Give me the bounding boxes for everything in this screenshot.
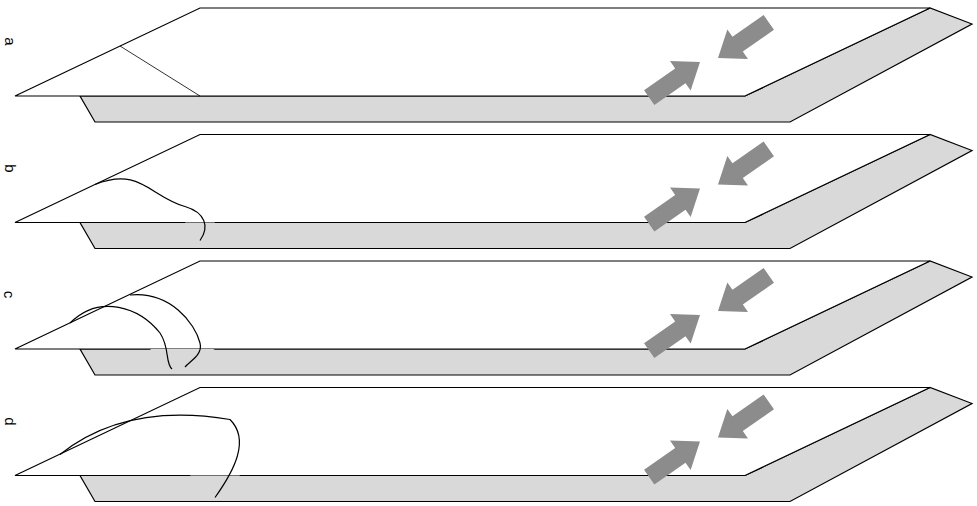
front-face	[15, 8, 930, 96]
folded-sheet	[15, 134, 972, 248]
panel-label: d	[3, 417, 18, 425]
folded-sheet	[15, 8, 972, 122]
front-face	[15, 135, 930, 223]
buckle-ridge	[70, 306, 172, 369]
folded-sheet	[15, 261, 972, 375]
force-arrow	[639, 174, 710, 239]
panel-label: a	[3, 37, 18, 45]
panel-label: b	[3, 164, 18, 172]
buckle-ridge	[95, 179, 205, 241]
lifted-sheet-edge	[60, 415, 239, 497]
panel-label: c	[2, 291, 17, 299]
force-arrow	[708, 134, 779, 199]
fold-gap	[185, 223, 215, 241]
fold-gap	[150, 349, 215, 371]
crease-line	[120, 46, 200, 96]
force-arrow	[708, 261, 779, 326]
force-arrow	[708, 387, 779, 452]
folded-sheet	[15, 387, 972, 501]
force-arrow	[708, 8, 779, 73]
force-arrow	[639, 427, 710, 492]
front-face	[15, 261, 930, 349]
force-arrow	[639, 300, 710, 365]
force-arrow	[639, 47, 710, 112]
buckle-ridge	[130, 295, 200, 367]
